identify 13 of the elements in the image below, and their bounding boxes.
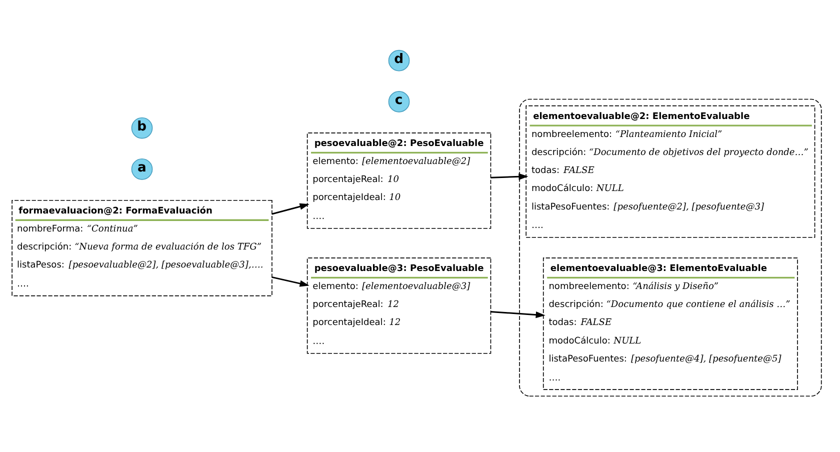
arrow [272, 276, 310, 286]
arrow [272, 202, 310, 214]
node-box: elementoevaluable@3: ElementoEvaluable nombreelemento: “Análisis y Diseño” descripción: “Documento que contiene el análisis …” todas: FALSE modoCálculo: NULL listaPesoFuentes: [pesofuente@4], [pesofuente@5] …. [542, 257, 798, 390]
node-box: pesoevaluable@3: PesoEvaluable elemento: [elementoevaluable@3] porcentajeReal: 12 porcentajeIdeal: 12 …. [306, 257, 492, 354]
node-circle: b [131, 116, 153, 138]
node-circle: c [388, 90, 410, 112]
node-box: elementoevaluable@2: ElementoEvaluable nombreelemento: “Planteamiento Inicial” descripción: “Documento de objetivos del proyecto donde…” todas: FALSE modoCálculo: NULL listaPesoFuentes: [pesofuente@2], [pesofuente@3] …. [526, 104, 816, 238]
node-circle: a [131, 158, 153, 180]
node-box: pesoevaluable@2: PesoEvaluable elemento: [elementoevaluable@2] porcentajeReal: 10 porcentajeIdeal: 10 …. [306, 132, 492, 228]
node-circle: d [388, 49, 410, 71]
arrow [490, 310, 546, 318]
node-box: formaevaluacion@2: FormaEvaluación nombreForma: “Continua” descripción: “Nueva forma de evaluación de los TFG” listaPesos: [pesoevaluable@2], [pesoevaluable@3],…. …. [12, 199, 272, 296]
arrow [490, 172, 528, 180]
